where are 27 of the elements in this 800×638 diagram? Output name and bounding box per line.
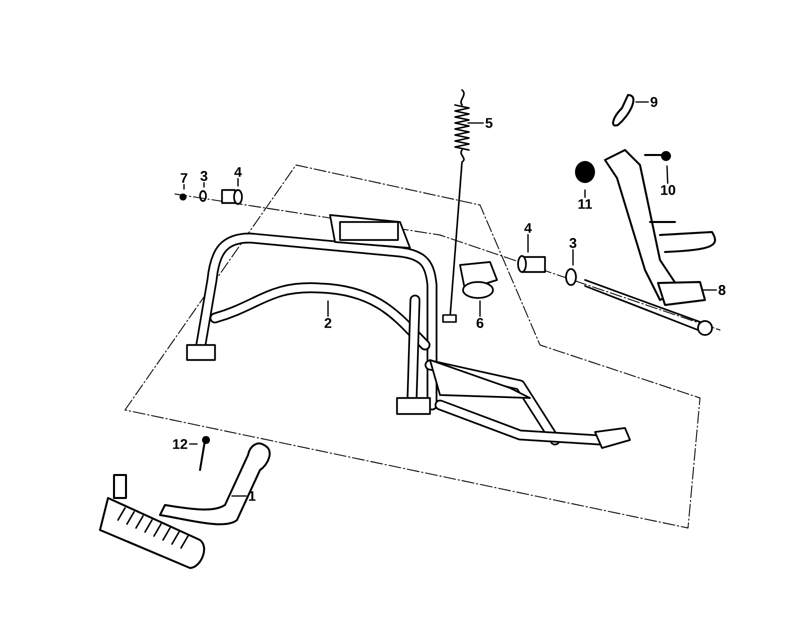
leader-line [584, 189, 586, 198]
callout-number: 2 [324, 318, 332, 328]
callout-number: 11 [578, 199, 592, 209]
leader-line [572, 249, 574, 266]
leader-line [701, 289, 717, 291]
callout-number: 9 [650, 97, 658, 107]
callout-number: 8 [718, 285, 726, 295]
leader-line [467, 122, 484, 124]
callout-number: 6 [476, 318, 484, 328]
callout-number: 7 [180, 173, 188, 183]
leader-line [203, 182, 205, 188]
callout-number: 5 [486, 118, 492, 128]
callout-number: 4 [524, 223, 532, 233]
leader-line [231, 495, 247, 497]
leader-line [237, 178, 239, 187]
leader-line [666, 165, 668, 184]
callout-number: 3 [200, 171, 208, 181]
callout-number: 12 [173, 439, 188, 449]
leader-line [635, 101, 649, 103]
leader-line [189, 443, 198, 445]
leader-line [327, 300, 329, 317]
leader-line [479, 300, 481, 317]
callout-number: 10 [661, 185, 676, 195]
callout-number: 3 [569, 238, 576, 248]
leader-line [183, 184, 185, 190]
callout-number: 4 [234, 167, 242, 177]
leader-line [527, 234, 529, 253]
